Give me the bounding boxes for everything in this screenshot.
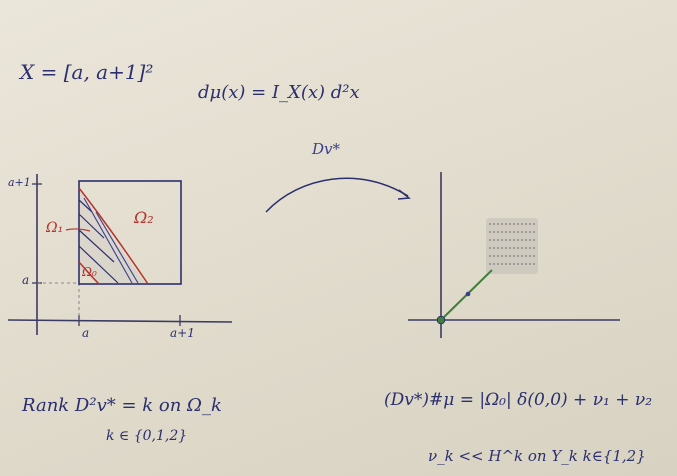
pushforward-equation: (Dv*)#μ = |Ω₀| δ(0,0) + ν₁ + ν₂	[384, 390, 653, 410]
region-label-omega-2: Ω₂	[134, 208, 154, 227]
arrow-label: Dv*	[312, 140, 341, 158]
origin-dot	[436, 315, 446, 325]
k-values: k ∈ {0,1,2}	[106, 428, 188, 444]
y-tick-label-top: a+1	[8, 176, 31, 189]
square-domain	[78, 180, 182, 285]
absolute-continuity: ν_k << H^k on Y_k k∈{1,2}	[428, 447, 646, 465]
x-tick-label-left: a	[82, 326, 90, 340]
x-tick-label-right: a+1	[170, 326, 195, 340]
red-boundary-inner	[78, 261, 100, 285]
hatched-region-omega-1	[78, 190, 145, 284]
domain-definition: X = [a, a+1]²	[20, 60, 154, 84]
rank-statement: Rank D²v* = k on Ω_k	[22, 395, 222, 416]
region-label-omega-0: Ω₀	[82, 265, 97, 279]
measure-definition: dμ(x) = I_X(x) d²x	[198, 82, 360, 103]
red-boundary-outer	[78, 187, 149, 285]
region-y2	[486, 218, 538, 274]
y-tick-label-bottom: a	[22, 273, 30, 287]
mapping-arrow	[265, 177, 409, 213]
left-x-axis	[7, 319, 233, 323]
region-label-omega-1: Ω₁	[46, 220, 64, 236]
